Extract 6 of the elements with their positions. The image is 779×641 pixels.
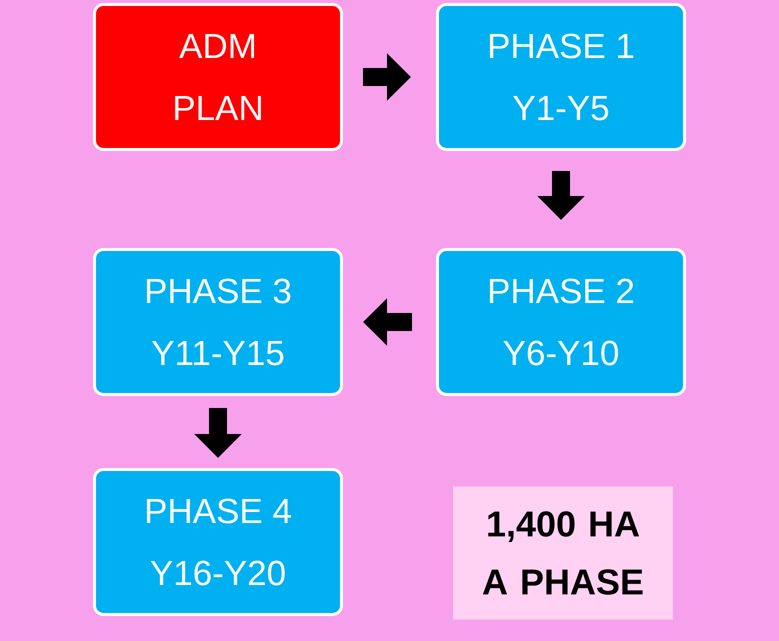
process-box: PHASE 1 Y1-Y5: [436, 3, 686, 151]
process-box: ADM PLAN: [93, 3, 343, 151]
process-box: PHASE 3 Y11-Y15: [93, 248, 343, 396]
process-box: PHASE 4 Y16-Y20: [93, 468, 343, 616]
process-box: PHASE 2 Y6-Y10: [436, 248, 686, 396]
note-box: 1,400 HA A PHASE: [453, 486, 673, 620]
